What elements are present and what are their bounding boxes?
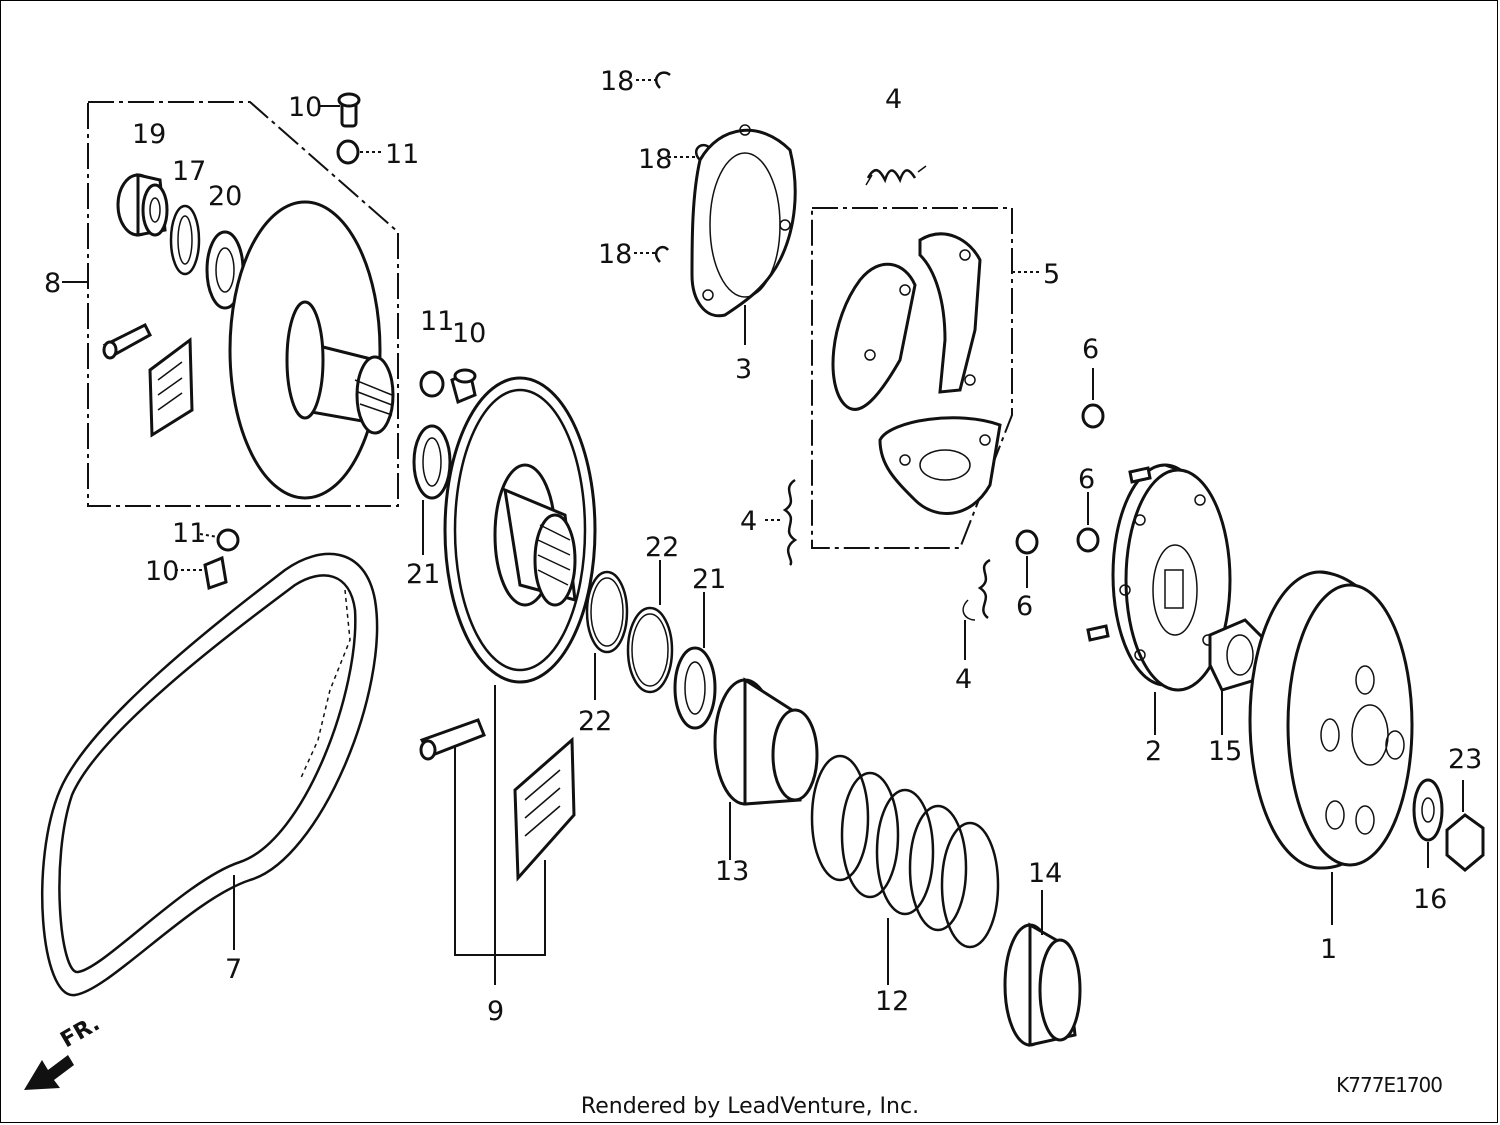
part-7-drive-belt	[41, 552, 379, 997]
part-22-oring-left	[585, 570, 629, 700]
part-11-nut-mid	[419, 370, 445, 398]
part-23-nut	[1445, 780, 1485, 872]
label-part-10-left: 10	[145, 556, 179, 587]
part-21-seal-right	[673, 592, 717, 730]
label-part-22-right: 22	[645, 532, 679, 563]
callout-labels: 1 2 3 4 4 4 5 6 6 6 7 8 9 10 10 10 11 11…	[44, 66, 1482, 1053]
label-part-22-left: 22	[578, 706, 612, 737]
part-9-driven-face	[443, 376, 597, 985]
part-weight-roller	[102, 322, 152, 360]
label-part-6-b: 6	[1078, 464, 1095, 495]
part-label-card-9	[513, 736, 576, 882]
part-21-seal-left	[412, 424, 452, 555]
part-1-clutch-outer	[1248, 570, 1414, 925]
label-part-18-mid: 18	[638, 144, 672, 175]
label-part-23: 23	[1448, 744, 1482, 775]
label-part-16: 16	[1413, 884, 1447, 915]
label-part-4-mid: 4	[740, 506, 757, 537]
diagram-code: K777E1700	[1336, 1073, 1443, 1097]
part-drive-face	[228, 200, 395, 500]
label-part-8: 8	[44, 268, 61, 299]
part-16-washer	[1412, 778, 1444, 868]
part-6-nut-a	[1081, 368, 1105, 429]
front-direction-arrow-icon	[24, 1055, 74, 1090]
part-label-card-8	[148, 337, 194, 438]
label-part-17: 17	[172, 156, 206, 187]
part-18-clip-low	[634, 245, 669, 263]
label-part-11-mid: 11	[420, 306, 454, 337]
assembly-box-8	[62, 101, 399, 507]
label-part-5: 5	[1043, 259, 1060, 290]
label-front-direction: FR.	[57, 1011, 105, 1053]
label-part-4-low: 4	[955, 664, 972, 695]
part-14-collar	[1003, 890, 1082, 1047]
part-17-ring	[169, 204, 201, 276]
part-11-nut-left	[199, 528, 240, 552]
part-18-clip-top	[636, 71, 671, 89]
render-credit: Rendered by LeadVenture, Inc.	[580, 1094, 920, 1119]
part-10-bolt-top	[318, 92, 361, 128]
part-19-collar	[116, 173, 169, 237]
label-part-20: 20	[208, 181, 242, 212]
part-10-bolt-left	[175, 555, 228, 591]
assembly-box-5	[811, 207, 1040, 549]
part-13-collar	[713, 677, 819, 860]
part-18-clip-mid	[668, 143, 711, 161]
label-part-18-top: 18	[600, 66, 634, 97]
part-2-drive-plate	[1086, 463, 1232, 735]
part-6-nut-c	[1015, 529, 1039, 588]
label-part-12: 12	[875, 986, 909, 1017]
label-part-11-top: 11	[385, 139, 419, 170]
part-4-spring-low	[962, 558, 991, 660]
part-4-spring-mid	[765, 478, 798, 566]
part-22-oring-right	[626, 560, 674, 694]
part-5-clutch-shoes	[831, 232, 1002, 515]
part-4-spring-top	[865, 165, 927, 186]
label-part-6-a: 6	[1082, 334, 1099, 365]
part-10-bolt-mid	[450, 368, 477, 405]
label-part-18-low: 18	[598, 239, 632, 270]
part-pin-9	[419, 718, 486, 761]
label-part-4-top: 4	[885, 84, 902, 115]
label-part-6-c: 6	[1016, 591, 1033, 622]
label-part-21-left: 21	[406, 559, 440, 590]
part-3-plate	[690, 124, 797, 345]
label-part-19: 19	[132, 119, 166, 150]
label-part-10-top: 10	[288, 92, 322, 123]
label-part-13: 13	[715, 856, 749, 887]
label-part-10-mid: 10	[452, 318, 486, 349]
part-11-nut-top	[336, 139, 382, 165]
label-part-11-left: 11	[172, 518, 206, 549]
label-part-9: 9	[487, 996, 504, 1027]
label-part-3: 3	[735, 354, 752, 385]
label-part-2: 2	[1145, 736, 1162, 767]
label-part-14: 14	[1028, 858, 1062, 889]
label-part-21-right: 21	[692, 564, 726, 595]
label-part-7: 7	[225, 954, 242, 985]
label-part-1: 1	[1320, 934, 1337, 965]
label-part-15: 15	[1208, 736, 1242, 767]
part-12-spring	[810, 754, 1000, 985]
part-6-nut-b	[1076, 492, 1100, 553]
